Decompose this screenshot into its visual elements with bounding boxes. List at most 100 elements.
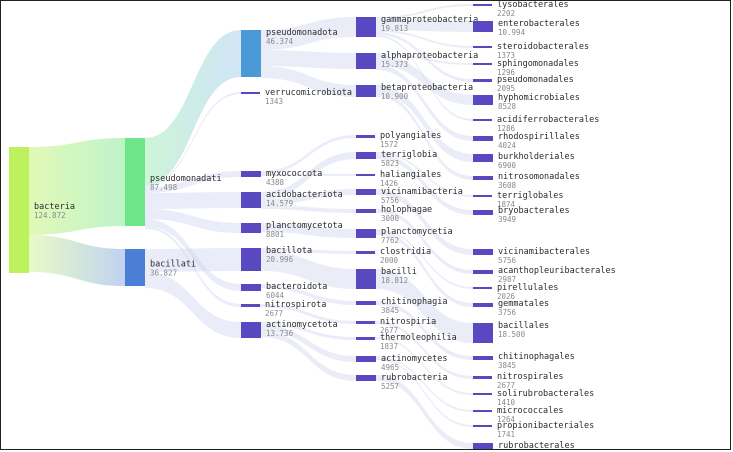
node-rubrobacterales[interactable]: rubrobacterales xyxy=(473,441,575,450)
node-bar-vicinamibacterales[interactable] xyxy=(473,249,493,255)
node-bar-sphingomonadales[interactable] xyxy=(473,63,492,65)
node-bar-gemmatales[interactable] xyxy=(473,303,493,307)
node-bar-burkholderiales[interactable] xyxy=(473,154,493,162)
node-bar-lysobacterales[interactable] xyxy=(473,4,492,6)
node-bar-terriglobia[interactable] xyxy=(356,152,376,159)
node-bar-pirellulales[interactable] xyxy=(473,287,492,289)
node-bar-chitinophagales[interactable] xyxy=(473,356,493,360)
node-bar-actinomycetes[interactable] xyxy=(356,356,376,362)
node-bar-clostridia[interactable] xyxy=(356,251,375,254)
node-bar-polyangiales[interactable] xyxy=(356,135,375,138)
node-bar-myxococcota[interactable] xyxy=(241,171,261,177)
node-bar-bacillati[interactable] xyxy=(125,249,145,286)
node-bar-planctomycetota[interactable] xyxy=(241,223,261,233)
node-bar-bacteroidota[interactable] xyxy=(241,284,261,291)
node-bar-micrococcales[interactable] xyxy=(473,410,492,412)
node-bar-holophagae[interactable] xyxy=(356,209,376,213)
node-bar-acanthopleuribacterales[interactable] xyxy=(473,270,493,274)
node-bar-gammaproteobacteria[interactable] xyxy=(356,17,376,37)
node-bar-nitrospirota[interactable] xyxy=(241,304,260,307)
node-bar-hyphomicrobiales[interactable] xyxy=(473,95,493,105)
node-bar-nitrospiria[interactable] xyxy=(356,321,375,324)
node-bar-bacillales[interactable] xyxy=(473,323,493,343)
node-bar-bacillota[interactable] xyxy=(241,248,261,271)
node-bar-actinomycetota[interactable] xyxy=(241,322,261,338)
node-bar-rubrobacteria[interactable] xyxy=(356,375,376,381)
node-bar-acidobacteriota[interactable] xyxy=(241,192,261,208)
node-bar-thermoleophilia[interactable] xyxy=(356,337,375,340)
node-bar-nitrospirales[interactable] xyxy=(473,376,492,379)
node-bar-terriglobales[interactable] xyxy=(473,195,492,197)
node-bar-pseudomonadati[interactable] xyxy=(125,138,145,226)
node-bar-chitinophagia[interactable] xyxy=(356,301,376,305)
node-bar-vicinamibacteria[interactable] xyxy=(356,189,376,195)
node-bar-steroidobacterales[interactable] xyxy=(473,46,492,48)
node-bar-verrucomicrobiota[interactable] xyxy=(241,92,260,94)
node-bar-acidiferrobacterales[interactable] xyxy=(473,119,492,121)
node-bar-propionibacteriales[interactable] xyxy=(473,425,492,427)
node-bar-bacilli[interactable] xyxy=(356,269,376,289)
node-bar-solirubrobacterales[interactable] xyxy=(473,393,492,395)
node-bar-rubrobacterales[interactable] xyxy=(473,443,493,449)
node-bar-pseudomonadales[interactable] xyxy=(473,79,492,82)
node-bar-bryobacterales[interactable] xyxy=(473,210,493,215)
node-bar-enterobacterales[interactable] xyxy=(473,21,493,32)
node-bar-bacteria[interactable] xyxy=(9,147,29,273)
node-bar-alphaproteobacteria[interactable] xyxy=(356,53,376,69)
node-bar-betaproteobacteria[interactable] xyxy=(356,85,376,97)
node-bar-nitrosomonadales[interactable] xyxy=(473,176,493,180)
node-bar-haliangiales[interactable] xyxy=(356,174,375,176)
node-bar-rhodospirillales[interactable] xyxy=(473,136,493,141)
